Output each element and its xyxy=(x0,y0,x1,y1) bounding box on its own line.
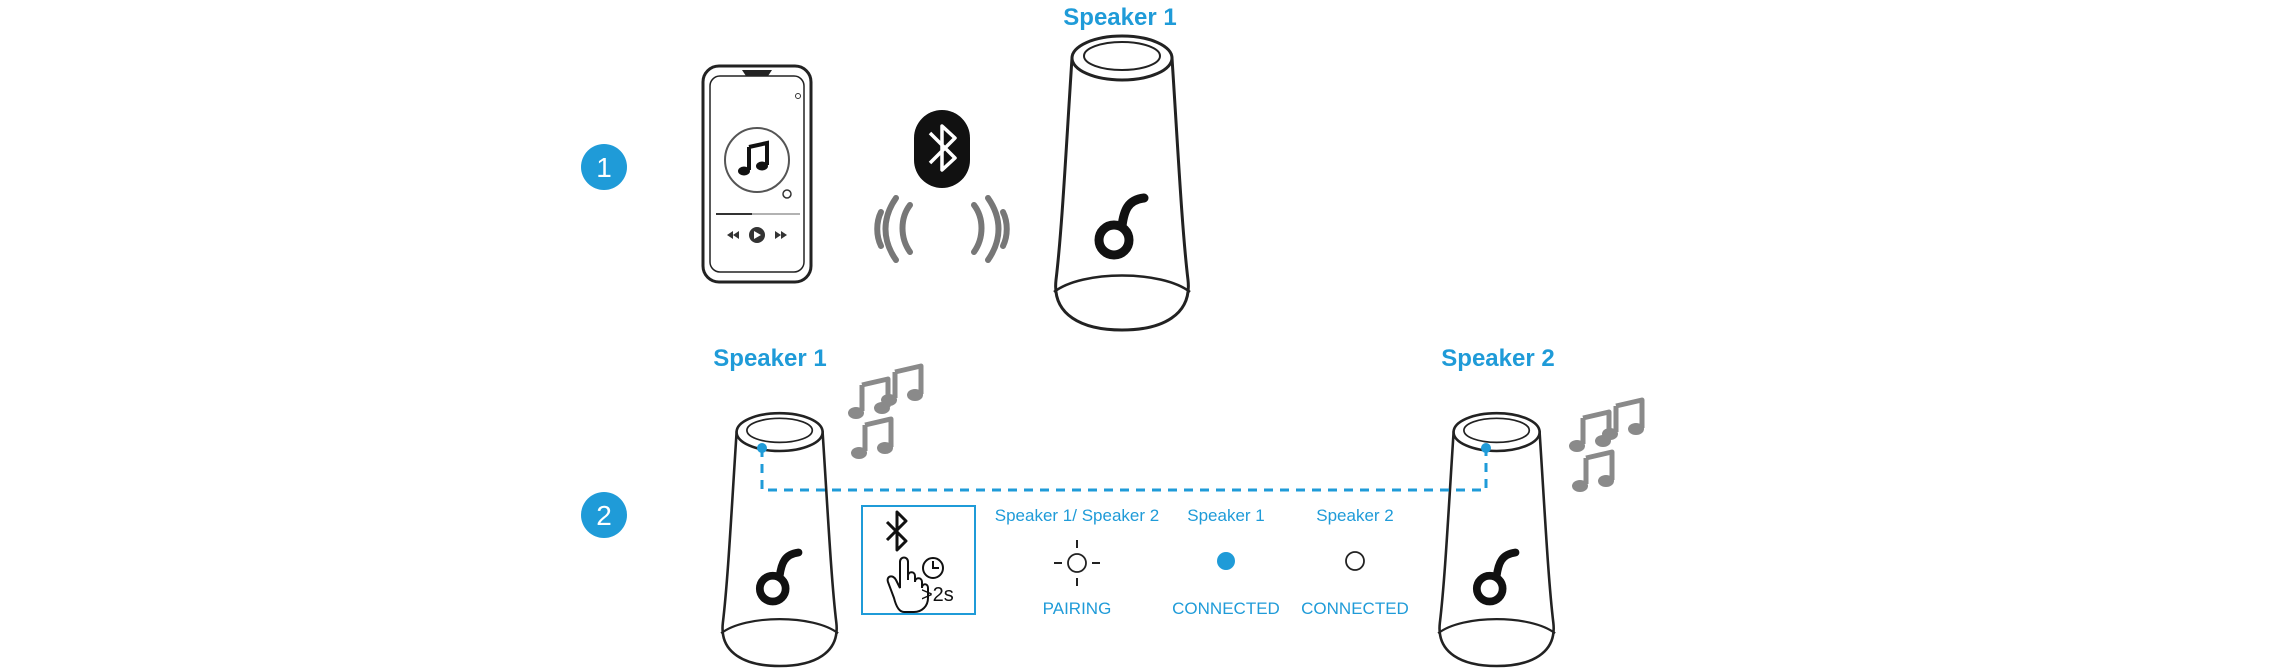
status-pairing-state: PAIRING xyxy=(1043,599,1112,618)
speaker-2 xyxy=(1436,411,1557,668)
music-note-icon xyxy=(738,140,769,176)
solid-dot-icon xyxy=(1217,552,1235,570)
status-speaker1-state: CONNECTED xyxy=(1172,599,1280,618)
status-speaker2-header: Speaker 2 xyxy=(1316,506,1394,525)
speaker-1-top xyxy=(1052,34,1192,332)
step-1-badge: 1 xyxy=(581,144,627,190)
music-notes-right xyxy=(1569,400,1644,492)
hold-time-label: >2s xyxy=(921,584,954,606)
playback-controls xyxy=(727,227,787,243)
status-pairing-header: Speaker 1/ Speaker 2 xyxy=(995,506,1159,525)
status-speaker1-header: Speaker 1 xyxy=(1187,506,1265,525)
step2-speaker2-label: Speaker 2 xyxy=(1441,345,1554,372)
status-speaker2-connected: Speaker 2 CONNECTED xyxy=(1301,506,1409,618)
bluetooth-symbol-icon xyxy=(885,510,908,552)
step-2-number: 2 xyxy=(596,500,612,531)
step-1-number: 1 xyxy=(596,152,612,183)
step-2-badge: 2 xyxy=(581,492,627,538)
bluetooth-hold-box: >2s xyxy=(861,505,976,615)
hollow-dot-icon xyxy=(1345,551,1365,571)
bluetooth-icon xyxy=(914,110,970,188)
step2-speaker1-label: Speaker 1 xyxy=(713,345,826,372)
flashing-light-icon xyxy=(1054,540,1100,586)
hand-press-icon xyxy=(886,556,929,613)
phone-icon xyxy=(701,64,813,284)
signal-waves-icon xyxy=(874,195,1010,263)
connection-link xyxy=(757,443,1491,492)
music-notes-left xyxy=(848,366,923,459)
status-speaker1-connected: Speaker 1 CONNECTED xyxy=(1172,506,1280,618)
status-speaker2-state: CONNECTED xyxy=(1301,599,1409,618)
clock-icon xyxy=(922,557,944,579)
speaker-1 xyxy=(719,411,840,668)
status-pairing: Speaker 1/ Speaker 2 PAIRING xyxy=(995,506,1159,618)
step1-speaker-label: Speaker 1 xyxy=(1063,4,1176,31)
